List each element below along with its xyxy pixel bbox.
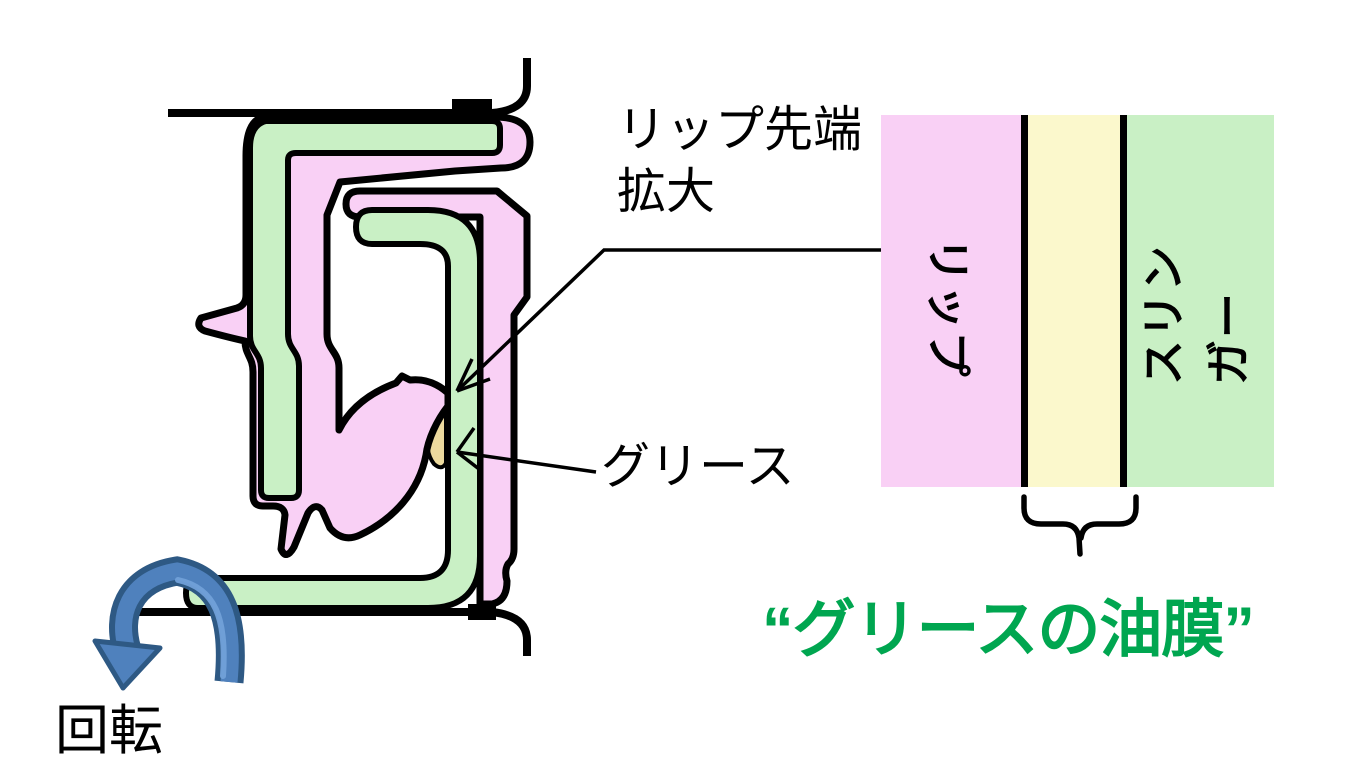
- lip-tip-label-line2: 拡大: [617, 165, 716, 219]
- grease-arrowhead: [455, 426, 481, 471]
- lip-band-label: リップ: [922, 237, 974, 379]
- rotation-arrow-body: [115, 562, 239, 683]
- lip-tip-label-line1: リップ先端: [617, 103, 863, 157]
- slinger-band-label: スリンガー: [1138, 243, 1254, 385]
- rotation-arrow-highlight: [175, 577, 227, 679]
- shaft-nub: [468, 604, 496, 620]
- outer-seal-case: [247, 118, 503, 501]
- rotation-label: 回転: [55, 701, 163, 761]
- housing-nub: [452, 99, 492, 115]
- lip-tip-leader-line: [455, 248, 881, 393]
- grease-leader-line: [456, 450, 597, 474]
- lip-band: [881, 115, 1021, 487]
- slinger-band: [1127, 115, 1274, 487]
- lip-tip-arrowhead: [455, 358, 491, 393]
- rotation-arrowhead: [92, 638, 163, 691]
- grease-label: グリース: [601, 440, 795, 494]
- band-divider-left: [1021, 115, 1028, 487]
- rotation-arrow: [92, 556, 245, 691]
- grease-film-band: [1028, 115, 1120, 487]
- oil-film-label: “グリースの油膜”: [762, 595, 1255, 665]
- lip-tip-label: リップ先端 拡大: [617, 99, 862, 223]
- housing-bore-line: [168, 58, 531, 117]
- grease-film-brace: [1021, 494, 1139, 557]
- band-divider-right: [1120, 115, 1127, 487]
